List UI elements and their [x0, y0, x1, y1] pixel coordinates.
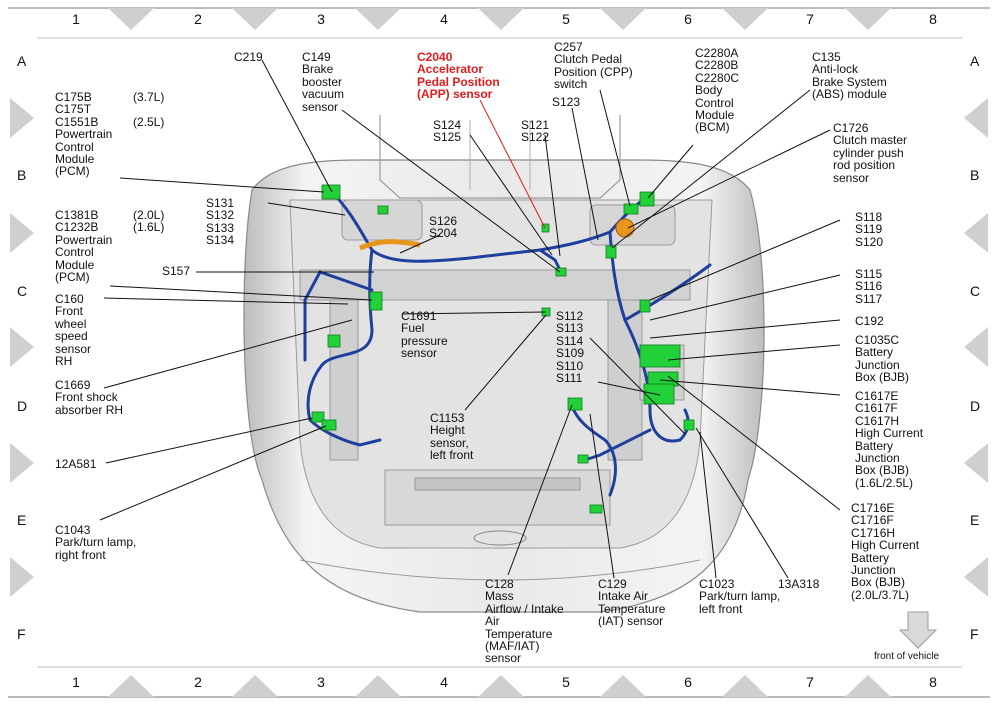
- label-s123: S123: [552, 95, 581, 109]
- label-c219: C219: [234, 50, 263, 64]
- row-header: D: [17, 398, 28, 414]
- border-marker: [845, 8, 891, 30]
- label-c192: C192: [855, 314, 884, 328]
- row-header: C: [17, 283, 28, 299]
- harness-connectors: [311, 184, 695, 514]
- column-footer: 3: [317, 674, 325, 690]
- border-marker: [10, 327, 34, 367]
- border-marker: [964, 557, 988, 597]
- border-marker: [10, 443, 34, 483]
- row-header: F: [17, 626, 26, 642]
- column-footer: 5: [562, 674, 570, 690]
- border-marker: [10, 98, 34, 138]
- row-header-right: C: [970, 283, 981, 299]
- border-marker: [355, 675, 401, 697]
- column-header: 1: [72, 11, 80, 27]
- column-footer: 2: [194, 674, 202, 690]
- column-header: 7: [806, 11, 814, 27]
- front-of-vehicle-label: front of vehicle: [874, 651, 940, 662]
- label-s157: S157: [162, 264, 191, 278]
- row-header-right: B: [970, 167, 980, 183]
- border-marker: [964, 443, 988, 483]
- column-header: 2: [194, 11, 202, 27]
- column-footer: 8: [929, 674, 937, 690]
- column-header: 4: [440, 11, 448, 27]
- border-marker: [964, 98, 988, 138]
- border-marker: [232, 8, 278, 30]
- row-header-right: D: [970, 398, 981, 414]
- row-header: B: [17, 167, 27, 183]
- border-marker: [845, 675, 891, 697]
- leader-lines: [99, 59, 841, 579]
- column-footer: 1: [72, 674, 80, 690]
- border-marker: [355, 8, 401, 30]
- border-marker: [600, 8, 646, 30]
- row-header: A: [17, 53, 27, 69]
- row-header-right: F: [970, 626, 979, 642]
- border-marker: [108, 8, 154, 30]
- column-header: 8: [929, 11, 937, 27]
- border-marker: [10, 557, 34, 597]
- border-marker: [108, 675, 154, 697]
- column-header: 6: [684, 11, 692, 27]
- front-arrow-icon: [898, 611, 938, 649]
- column-header: 5: [562, 11, 570, 27]
- border-marker: [478, 8, 524, 30]
- border-marker: [478, 675, 524, 697]
- border-marker: [964, 213, 988, 253]
- border-marker: [722, 8, 768, 30]
- row-header-right: E: [970, 512, 980, 528]
- column-header: 3: [317, 11, 325, 27]
- label-c175b-variants: (3.7L)(2.5L): [133, 90, 165, 129]
- row-header-right: A: [970, 53, 980, 69]
- label-c1381b-variants: (2.0L)(1.6L): [133, 208, 165, 235]
- harness-conduit: [359, 239, 421, 251]
- label-13a318: 13A318: [778, 577, 820, 591]
- row-header: E: [17, 512, 27, 528]
- border-marker: [722, 675, 768, 697]
- border-marker: [10, 213, 34, 253]
- column-footer: 4: [440, 674, 448, 690]
- column-footer: 7: [806, 674, 814, 690]
- border-marker: [600, 675, 646, 697]
- border-marker: [232, 675, 278, 697]
- border-marker: [964, 327, 988, 367]
- label-12a581: 12A581: [55, 457, 97, 471]
- column-footer: 6: [684, 674, 692, 690]
